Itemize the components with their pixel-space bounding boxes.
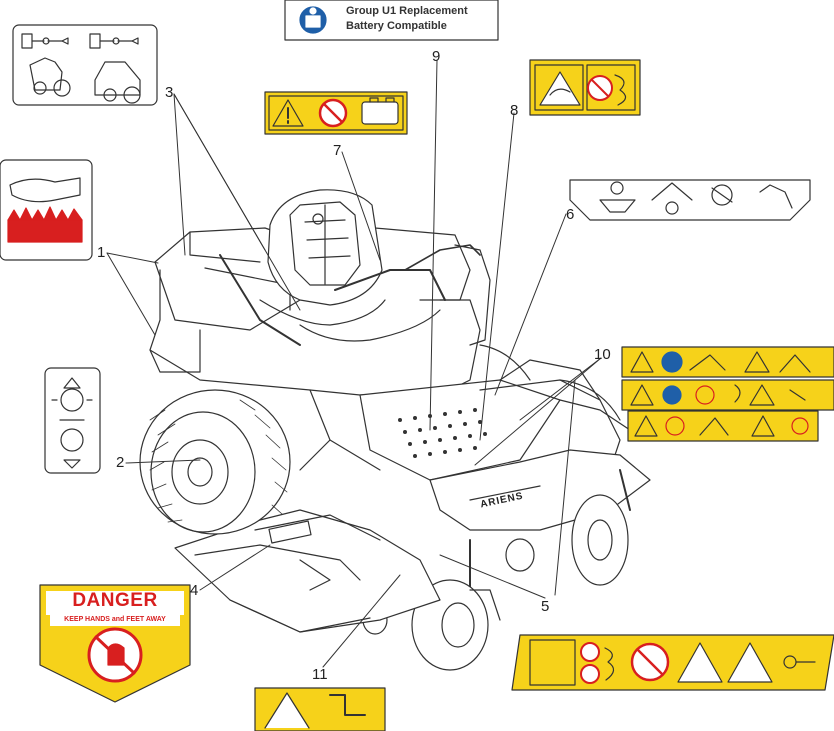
- callout-8: 8: [510, 102, 519, 119]
- callout-2: 2: [116, 454, 125, 471]
- warning-decal-8: [529, 59, 641, 116]
- battery-decal-line2: Battery Compatible: [346, 20, 447, 32]
- callout-3: 3: [165, 84, 174, 101]
- battery-decal-line1: Group U1 Replacement: [346, 5, 468, 17]
- callout-6: 6: [566, 206, 575, 223]
- parking-brake-icon: [60, 388, 84, 412]
- danger-decal: [39, 584, 191, 703]
- callout-10: 10: [594, 346, 611, 363]
- warning-decal-10: [621, 346, 834, 442]
- battery-decal: [284, 0, 499, 41]
- callout-11: 11: [312, 666, 328, 683]
- hand-crush-decal: [0, 159, 93, 261]
- hand-crush-icon: [9, 177, 81, 203]
- warning-decal-5: [511, 634, 834, 691]
- callout-4: 4: [190, 582, 199, 599]
- control-decal: [12, 24, 158, 106]
- warning-triangle-icon: [272, 99, 304, 127]
- callout-5: 5: [541, 598, 550, 615]
- callout-7: 7: [333, 142, 342, 159]
- danger-subtitle: KEEP HANDS and FEET AWAY: [64, 616, 166, 623]
- rollover-icon: [677, 642, 723, 683]
- lift-decal-6: [569, 179, 811, 221]
- danger-title: DANGER: [72, 590, 158, 611]
- warning-decal-11: [254, 687, 386, 731]
- parking-brake-decal: [44, 367, 101, 474]
- callout-9: 9: [432, 48, 441, 65]
- leader-lines: [106, 59, 602, 668]
- battery-icon: [361, 101, 399, 125]
- lift-point-icon: [759, 184, 793, 209]
- callout-1: 1: [97, 244, 106, 261]
- mower-illustration: [139, 189, 651, 671]
- warning-decal-7: [264, 91, 408, 135]
